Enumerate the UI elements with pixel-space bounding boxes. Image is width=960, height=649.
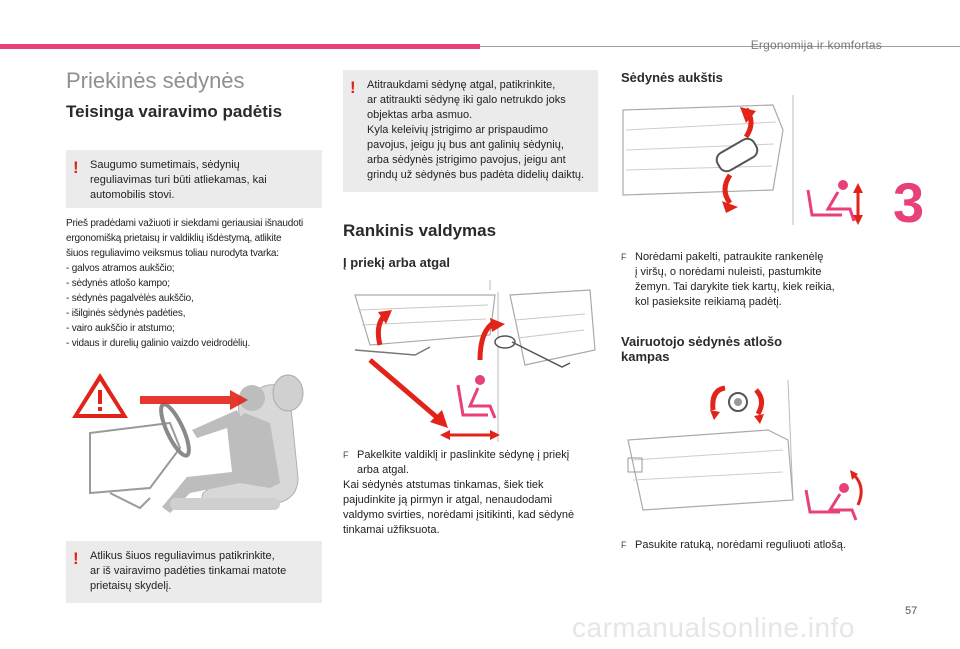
warning-line: Atitraukdami sėdynę atgal, patikrinkite, xyxy=(367,79,556,91)
bullet-icon: F xyxy=(621,540,627,550)
bullet-icon: F xyxy=(343,450,349,460)
seat-height-illustration xyxy=(622,95,863,225)
seat-pictogram-icon xyxy=(806,180,863,225)
warning-line: Kyla keleivių įstrigimo ar prispaudimo xyxy=(367,124,548,136)
warning-icon: ! xyxy=(350,78,356,97)
manual-control-title: Rankinis valdymas xyxy=(343,221,497,240)
header-accent-bar xyxy=(0,44,480,49)
chapter-title: Ergonomija ir komfortas xyxy=(750,38,882,52)
subsection-title: Teisinga vairavimo padėtis xyxy=(66,102,283,121)
warning-triangle-icon xyxy=(72,373,128,418)
section-title: Priekinės sėdynės xyxy=(66,68,245,93)
warning-box-seat-back: ! Atitraukdami sėdynę atgal, patikrinkit… xyxy=(343,70,598,192)
forward-text: Kai sėdynės atstumas tinkamas, šiek tiek… xyxy=(343,479,575,536)
page-number: 57 xyxy=(905,605,918,617)
warning-line: objektas arba asmuo. xyxy=(367,109,473,121)
warning-line: Atlikus šiuos reguliavimus patikrinkite, xyxy=(90,550,275,562)
warning-icon: ! xyxy=(73,158,79,177)
intro-text: Prieš pradėdami važiuoti ir siekdami ger… xyxy=(66,216,328,351)
driving-position-illustration xyxy=(72,373,304,513)
seat-slide-illustration xyxy=(354,280,596,442)
warning-line: grindų už sėdynės bus padėta didelių dai… xyxy=(367,169,585,181)
backrest-bullet: F Pasukite ratuką, norėdami reguliuoti a… xyxy=(621,539,846,551)
seat-pictogram-icon xyxy=(440,375,500,440)
watermark: carmanualsonline.info xyxy=(572,612,855,643)
list-item: - išilginės sėdynės padėties, xyxy=(66,308,186,319)
warning-line: reguliavimas turi būti atliekamas, kai xyxy=(90,174,267,186)
warning-line: arba sėdynės įstrigimo pavojus, jeigu an… xyxy=(367,154,566,166)
list-item: - vairo aukščio ir atstumo; xyxy=(66,323,175,334)
header-divider xyxy=(480,46,960,47)
warning-line: Saugumo sumetimais, sėdynių xyxy=(90,159,240,171)
warning-line: pavojus, jeigu jų bus ant galinių sėdyni… xyxy=(367,139,564,151)
list-item: - sėdynės atlošo kampo; xyxy=(66,278,170,289)
list-item: - galvos atramos aukščio; xyxy=(66,263,175,274)
warning-line: ar iš vairavimo padėties tinkamai matote xyxy=(90,565,287,577)
seat-height-title: Sėdynės aukštis xyxy=(621,70,723,85)
warning-box-dashboard: ! Atlikus šiuos reguliavimus patikrinkit… xyxy=(66,541,322,603)
chapter-number: 3 xyxy=(893,171,925,234)
list-item: - vidaus ir durelių galinio vaizdo veidr… xyxy=(66,338,251,349)
backrest-illustration xyxy=(627,380,863,521)
list-item: - sėdynės pagalvėlės aukščio, xyxy=(66,293,194,304)
warning-line: automobilis stovi. xyxy=(90,189,175,201)
forward-bullet: F Pakelkite valdiklį ir paslinkite sėdyn… xyxy=(343,449,570,476)
backrest-angle-title: Vairuotojo sėdynės atlošo kampas xyxy=(621,334,783,364)
warning-line: prietaisų skydelį. xyxy=(90,580,172,592)
seat-pictogram-icon xyxy=(804,470,863,521)
seat-height-bullet: F Norėdami pakelti, patraukite rankenėlę… xyxy=(621,251,835,308)
forward-backward-title: Į priekį arba atgal xyxy=(343,255,450,270)
warning-icon: ! xyxy=(73,549,79,568)
bullet-icon: F xyxy=(621,252,627,262)
warning-box-safety: ! Saugumo sumetimais, sėdynių reguliavim… xyxy=(66,150,322,208)
warning-line: ar atitraukti sėdynę iki galo netrukdo j… xyxy=(367,94,566,106)
